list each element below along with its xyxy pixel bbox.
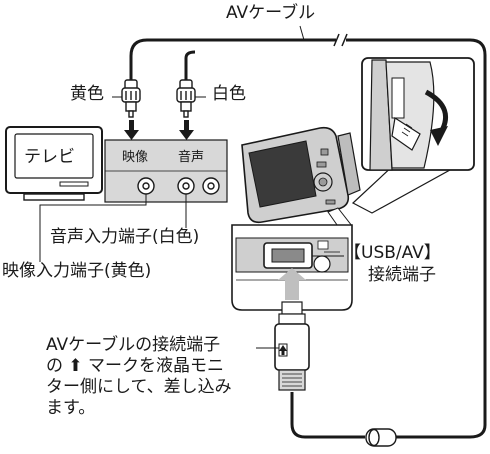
white-plug xyxy=(176,79,196,118)
rotate-arrow-icon xyxy=(424,89,449,146)
jack-leaders xyxy=(39,194,187,262)
ferrite-core-icon xyxy=(365,428,397,447)
usb-av-port-detail xyxy=(231,224,353,311)
audio-jack-right xyxy=(202,177,220,195)
av-cable-connector xyxy=(274,301,310,391)
yellow-label: 黄色 xyxy=(70,84,104,104)
down-arrow-icon xyxy=(124,120,139,140)
audio-input-label: 音声入力端子(白色) xyxy=(50,227,200,247)
instruction-text-1: AVケーブルの接続端子 xyxy=(46,335,221,355)
video-label: 映像 xyxy=(122,150,149,165)
instruction-text-2: の ⬆ マークを液晶モニ xyxy=(46,356,225,376)
tv-icon xyxy=(5,126,103,201)
insert-arrow-icon xyxy=(278,268,306,300)
audio-jack-left xyxy=(177,177,195,195)
av-cable-leader xyxy=(299,25,305,41)
av-cable-label: AVケーブル xyxy=(226,3,316,23)
camera-icon xyxy=(241,126,361,224)
usb-av-port-label-2: 接続端子 xyxy=(368,265,436,285)
cable-break-mark xyxy=(333,32,348,48)
audio-label: 音声 xyxy=(178,150,205,165)
av-cable xyxy=(129,38,487,439)
instruction-text-3: ター側にして、差し込み xyxy=(46,377,232,397)
video-jack xyxy=(137,177,155,195)
tv-label: テレビ xyxy=(24,147,75,167)
yellow-plug xyxy=(121,79,141,118)
video-input-label: 映像入力端子(黄色) xyxy=(2,261,152,281)
down-arrow-icon xyxy=(179,120,194,140)
tv-input-panel xyxy=(104,139,228,203)
usb-av-port-label: 【USB/AV】 xyxy=(344,243,441,263)
white-label: 白色 xyxy=(212,84,246,104)
instruction-text-4: ます。 xyxy=(46,398,96,418)
port-cover-zoom xyxy=(351,57,475,214)
